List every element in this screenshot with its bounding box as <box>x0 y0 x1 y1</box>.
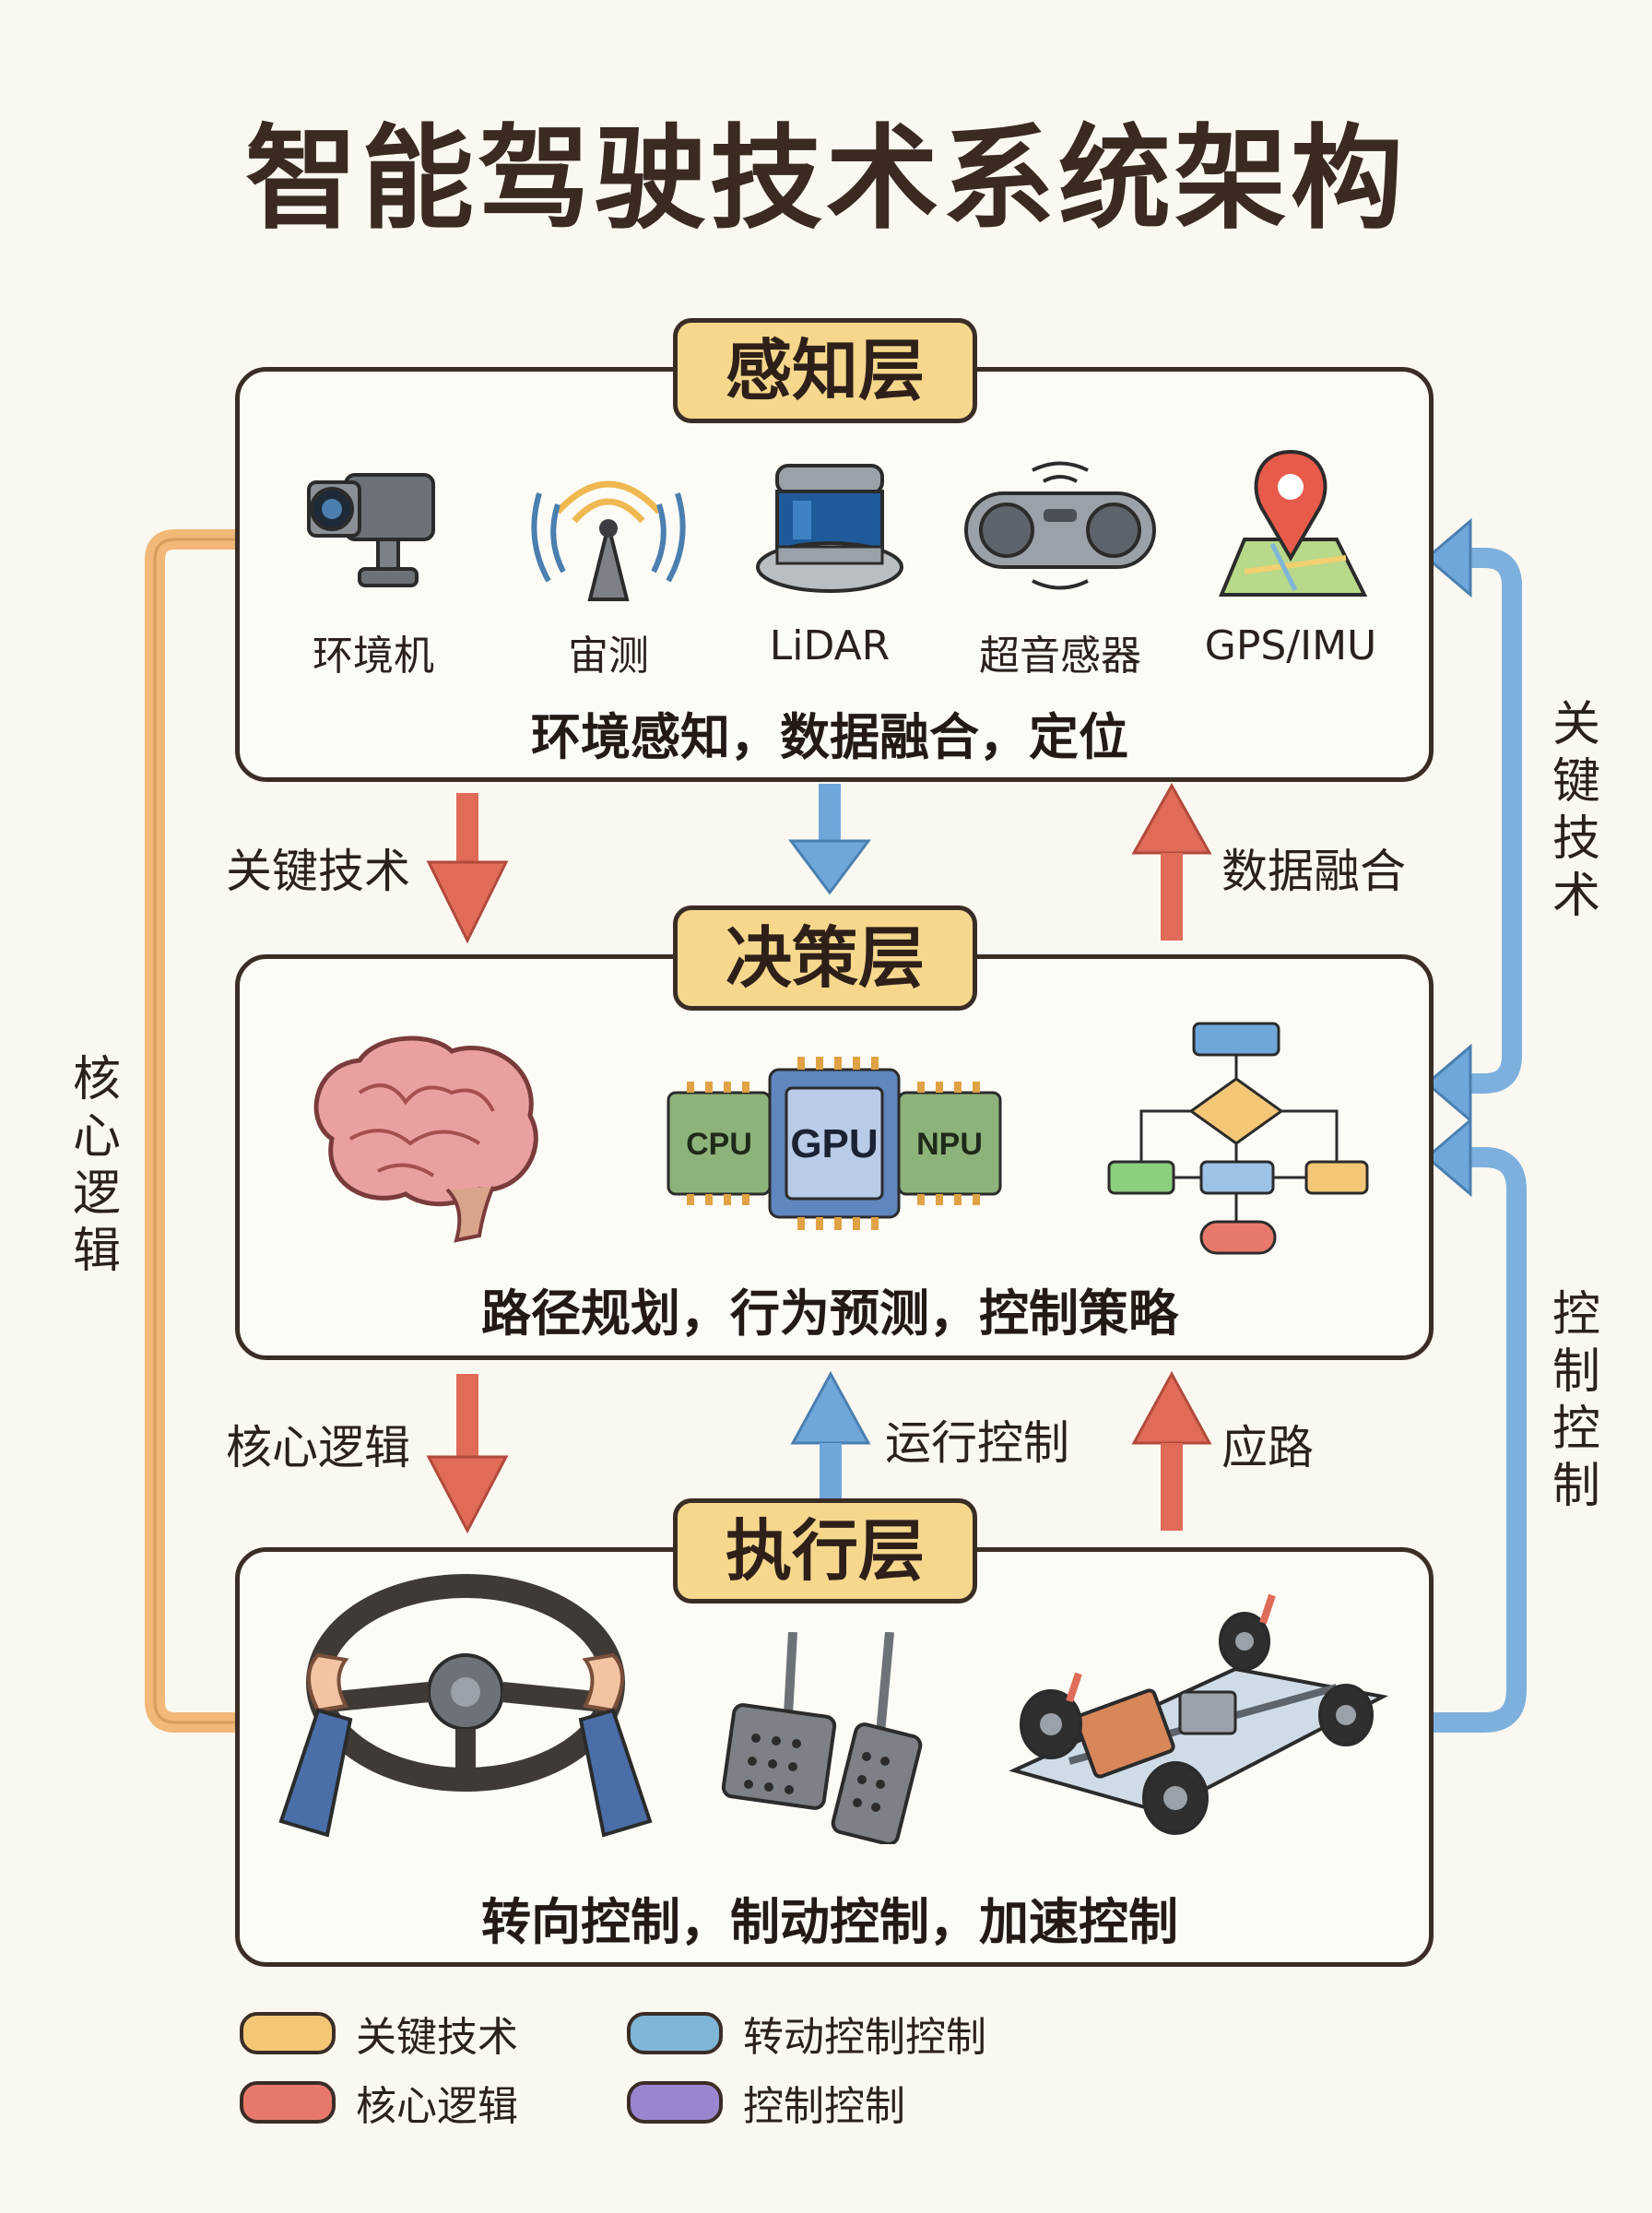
flow-label-data-fusion: 数据融合 <box>1221 845 1406 898</box>
legend-swatch-blue <box>627 2012 723 2054</box>
legend-item-control: 控制控制 <box>627 2075 905 2130</box>
decision-summary: 路径规划，行为预测，控制策略 <box>481 1284 1178 1343</box>
right-loop-top-arrowhead-lower <box>1424 1043 1472 1124</box>
perception-item-gps-label: GPS/IMU <box>1204 622 1377 669</box>
pedals-icon <box>721 1632 923 1844</box>
arrow-down-red-1 <box>426 793 509 944</box>
right-loop-bottom-connector <box>1423 1147 1527 1733</box>
right-loop-bottom-arrowhead <box>1424 1117 1472 1198</box>
arrow-up-red-2 <box>1131 1370 1212 1531</box>
execution-summary: 转向控制，制动控制，加速控制 <box>481 1893 1178 1951</box>
flow-label-run-control: 运行控制 <box>885 1416 1069 1470</box>
chip-cpu-label: CPU <box>686 1127 752 1162</box>
legend-label: 转动控制控制 <box>743 2014 986 2061</box>
lidar-icon <box>756 464 903 593</box>
legend-label: 控制控制 <box>743 2083 905 2130</box>
perception-item-camera-label: 环境机 <box>313 633 434 680</box>
arrow-down-blue-1 <box>788 784 871 895</box>
left-loop-connector <box>145 529 245 1733</box>
radar-icon <box>531 480 686 601</box>
legend-swatch-purple <box>627 2081 723 2124</box>
flow-label-key-tech: 关键技术 <box>226 845 410 898</box>
page-title: 智能驾驶技术系统架构 <box>245 113 1407 244</box>
perception-item-radar-label: 宙测 <box>568 633 649 680</box>
legend-swatch-yellow <box>240 2012 336 2054</box>
brain-icon <box>313 1035 538 1243</box>
side-label-right-top: 关键技术 <box>1552 697 1600 924</box>
flowchart-icon <box>1107 1022 1369 1255</box>
arrow-down-red-2 <box>426 1374 509 1534</box>
right-loop-top-connector <box>1442 548 1522 1094</box>
perception-layer-label: 感知层 <box>673 318 977 423</box>
processor-chips-icon: CPU GPU NPU <box>667 1057 1002 1230</box>
perception-item-lidar-label: LiDAR <box>769 622 891 669</box>
decision-layer-label: 决策层 <box>673 905 977 1011</box>
camera-icon <box>307 473 435 587</box>
execution-layer-label: 执行层 <box>673 1498 977 1604</box>
legend-label: 核心逻辑 <box>356 2083 518 2130</box>
vehicle-chassis-icon <box>1009 1593 1389 1835</box>
side-label-right-bottom: 控制控制 <box>1552 1287 1600 1514</box>
flow-label-core-logic: 核心逻辑 <box>226 1421 410 1474</box>
perception-summary: 环境感知，数据融合，定位 <box>531 708 1128 766</box>
steering-wheel-icon <box>278 1574 653 1838</box>
legend-item-steer-control: 转动控制控制 <box>627 2006 986 2061</box>
chip-npu-label: NPU <box>916 1127 983 1162</box>
perception-item-ultrasonic-label: 超音感器 <box>979 633 1141 680</box>
legend-item-key-tech: 关键技术 <box>240 2006 518 2061</box>
legend-swatch-red <box>240 2081 336 2124</box>
side-label-left: 核心逻辑 <box>72 1052 121 1279</box>
arrow-up-red-1 <box>1131 782 1212 941</box>
gps-map-icon <box>1219 449 1368 597</box>
ultrasonic-sensor-icon <box>964 461 1156 590</box>
legend-item-core-logic: 核心逻辑 <box>240 2075 518 2130</box>
flow-label-response: 应路 <box>1221 1421 1314 1474</box>
right-loop-top-arrowhead <box>1424 517 1472 598</box>
legend-label: 关键技术 <box>356 2014 518 2061</box>
chip-gpu-label: GPU <box>790 1121 878 1166</box>
